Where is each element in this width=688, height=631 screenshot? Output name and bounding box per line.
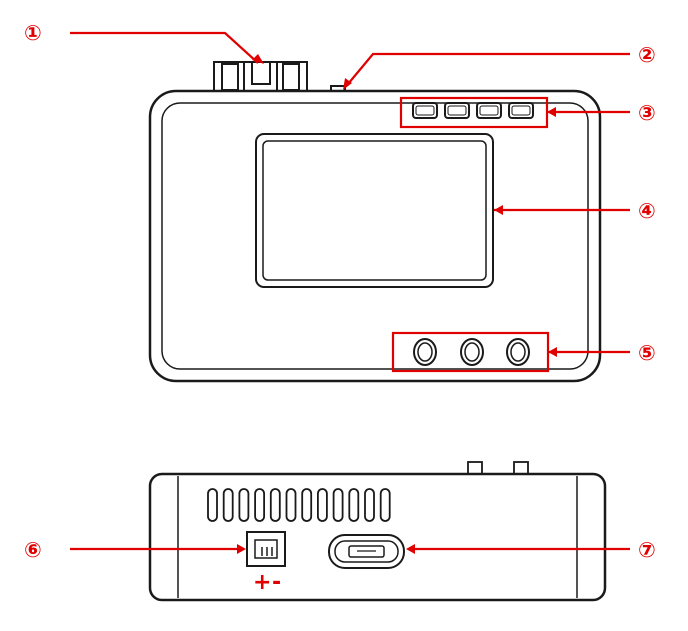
callout-5: ⑤ — [638, 341, 656, 365]
vent-slot — [269, 488, 281, 522]
vent-slots — [207, 488, 391, 522]
callout-4: ④ — [638, 199, 656, 223]
top-buttons — [412, 102, 534, 119]
vent-slot — [316, 488, 328, 522]
vent-slot — [207, 488, 218, 522]
vent-slot — [348, 488, 360, 522]
polarity-plus: + — [253, 570, 271, 595]
vent-slot — [379, 488, 391, 522]
callout-arrowheads — [237, 54, 557, 554]
power-connector — [246, 531, 286, 567]
vent-slot — [238, 488, 250, 522]
round-buttons — [413, 338, 530, 366]
callout-3: ③ — [638, 101, 656, 125]
vent-slot — [222, 488, 234, 522]
callout-6: ⑥ — [24, 538, 42, 562]
usb-c-port — [328, 534, 405, 569]
vent-slot — [332, 488, 344, 522]
polarity-minus: - — [272, 570, 281, 595]
side-view: + - — [148, 461, 607, 602]
vent-slot — [254, 488, 266, 522]
front-view — [148, 61, 602, 383]
callout-7: ⑦ — [638, 538, 656, 562]
vent-slot — [301, 488, 313, 522]
callout-1: ① — [24, 21, 42, 45]
callout-2: ② — [638, 43, 656, 67]
vent-slot — [285, 488, 297, 522]
top-connector — [213, 61, 308, 93]
front-casing-inner — [161, 102, 589, 370]
vent-slot — [364, 488, 375, 522]
display-screen — [255, 133, 494, 288]
